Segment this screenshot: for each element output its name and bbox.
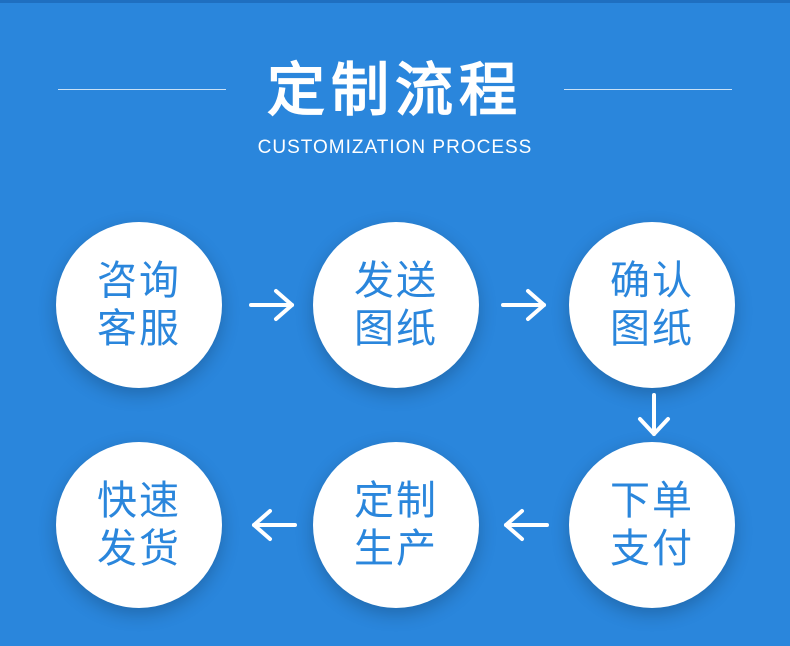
- step-label-line1: 定制: [354, 478, 438, 524]
- step-consult-service: 咨询 客服: [56, 222, 222, 388]
- top-strip: [0, 0, 790, 3]
- step-label-line1: 确认: [610, 258, 694, 304]
- title-block: 定制流程: [0, 40, 790, 140]
- step-label-line2: 图纸: [610, 306, 694, 352]
- step-label-line2: 客服: [97, 306, 181, 352]
- step-label-line2: 生产: [354, 526, 438, 572]
- step-label-line1: 快速: [97, 478, 181, 524]
- step-label-line2: 支付: [610, 526, 694, 572]
- arrow-right-icon: [249, 289, 294, 321]
- step-send-drawing: 发送 图纸: [313, 222, 479, 388]
- step-label-line1: 发送: [354, 258, 438, 304]
- title-rule-right: [564, 89, 732, 90]
- step-confirm-drawing: 确认 图纸: [569, 222, 735, 388]
- page-subtitle: CUSTOMIZATION PROCESS: [257, 137, 533, 158]
- arrow-right-icon: [501, 289, 546, 321]
- arrow-down-icon: [638, 393, 670, 436]
- step-label-line1: 咨询: [97, 258, 181, 304]
- step-label-line1: 下单: [610, 478, 694, 524]
- step-order-payment: 下单 支付: [569, 442, 735, 608]
- step-label-line2: 图纸: [354, 306, 438, 352]
- step-fast-delivery: 快速 发货: [56, 442, 222, 608]
- page-title: 定制流程: [266, 56, 523, 124]
- step-custom-production: 定制 生产: [313, 442, 479, 608]
- title-rule-left: [58, 89, 226, 90]
- step-label-line2: 发货: [97, 526, 181, 572]
- arrow-left-icon: [504, 509, 549, 541]
- arrow-left-icon: [252, 509, 297, 541]
